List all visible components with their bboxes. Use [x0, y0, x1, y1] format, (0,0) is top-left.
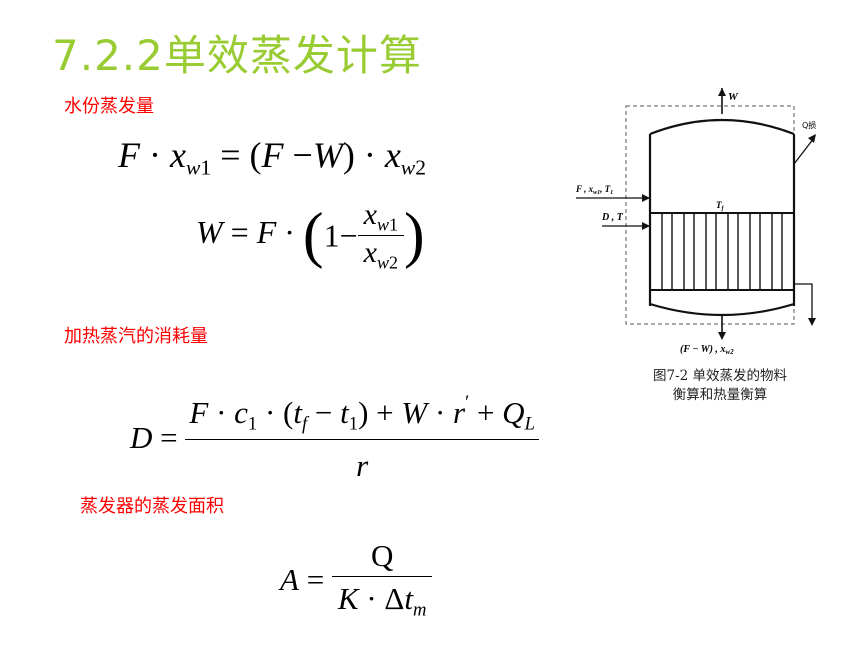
- label-evaporator-area: 蒸发器的蒸发面积: [80, 496, 224, 517]
- label-concentrate: (F − W) , xw2: [680, 344, 734, 356]
- condensate-outlet: [794, 283, 813, 324]
- evaporator-diagram: W Q损 F , xw1, T1 D , T Tf (F − W) , xw2: [575, 88, 816, 356]
- label-tf: Tf: [716, 200, 725, 212]
- heat-loss-arrow: [793, 137, 815, 165]
- equation-area: A = Q K · Δtm: [280, 538, 433, 622]
- equation-steam-consumption: D = F · c1 · (tf − t1) + W · r′ + QL r: [130, 392, 539, 484]
- label-heat-loss: Q损: [802, 120, 816, 130]
- label-w: W: [728, 91, 739, 103]
- page-title: 7.2.2单效蒸发计算: [52, 31, 422, 80]
- vessel-bottom-dome: [649, 302, 795, 317]
- label-steam: D , T: [601, 212, 624, 223]
- tube-bundle: [661, 213, 783, 290]
- equation-mass-balance-1: F · xw1 = (F −W) · xw2: [118, 135, 426, 180]
- label-steam-consumption: 加热蒸汽的消耗量: [64, 326, 208, 347]
- label-feed: F , xw1, T1: [575, 184, 613, 196]
- figure-caption: 图7-2 单效蒸发的物料 衡算和热量衡算: [652, 368, 788, 403]
- equation-mass-balance-2: W = F · (1− xw1 xw2 ): [196, 198, 425, 273]
- label-water-evaporation: 水份蒸发量: [64, 96, 154, 117]
- vessel-top-dome: [649, 118, 795, 136]
- system-boundary: [625, 105, 795, 325]
